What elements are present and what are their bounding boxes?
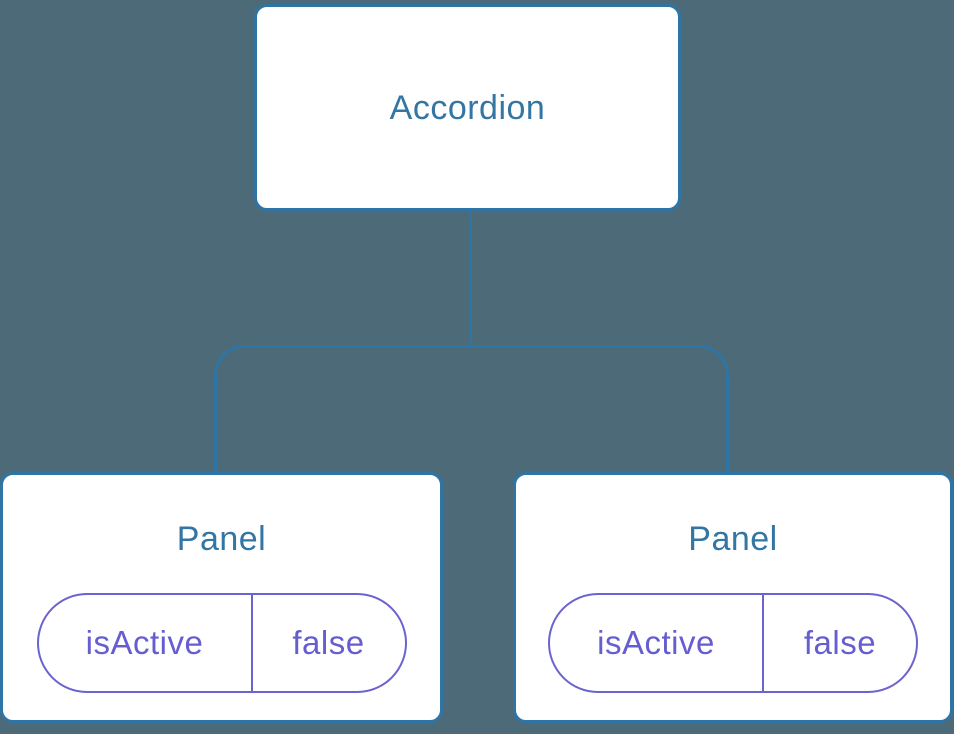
state-key-cell: isActive bbox=[39, 595, 253, 691]
state-pill: isActive false bbox=[36, 593, 407, 693]
state-value-label: false bbox=[803, 624, 877, 661]
state-value-cell: false bbox=[253, 595, 405, 691]
panel-node-right: Panel isActive false bbox=[513, 472, 953, 723]
state-key-label: isActive bbox=[85, 624, 204, 661]
panel-node-label: Panel bbox=[176, 520, 267, 558]
panel-node-label: Panel bbox=[688, 520, 778, 558]
state-key-label: isActive bbox=[597, 624, 715, 661]
state-key-cell: isActive bbox=[550, 595, 764, 691]
state-pill: isActive false bbox=[548, 593, 918, 693]
connector-stem-line bbox=[469, 210, 472, 346]
connector-bracket-line bbox=[214, 345, 729, 472]
state-value-label: false bbox=[292, 624, 365, 661]
state-value-cell: false bbox=[764, 595, 916, 691]
accordion-node: Accordion bbox=[254, 4, 681, 211]
panel-node-left: Panel isActive false bbox=[0, 472, 443, 723]
accordion-node-label: Accordion bbox=[389, 88, 546, 127]
